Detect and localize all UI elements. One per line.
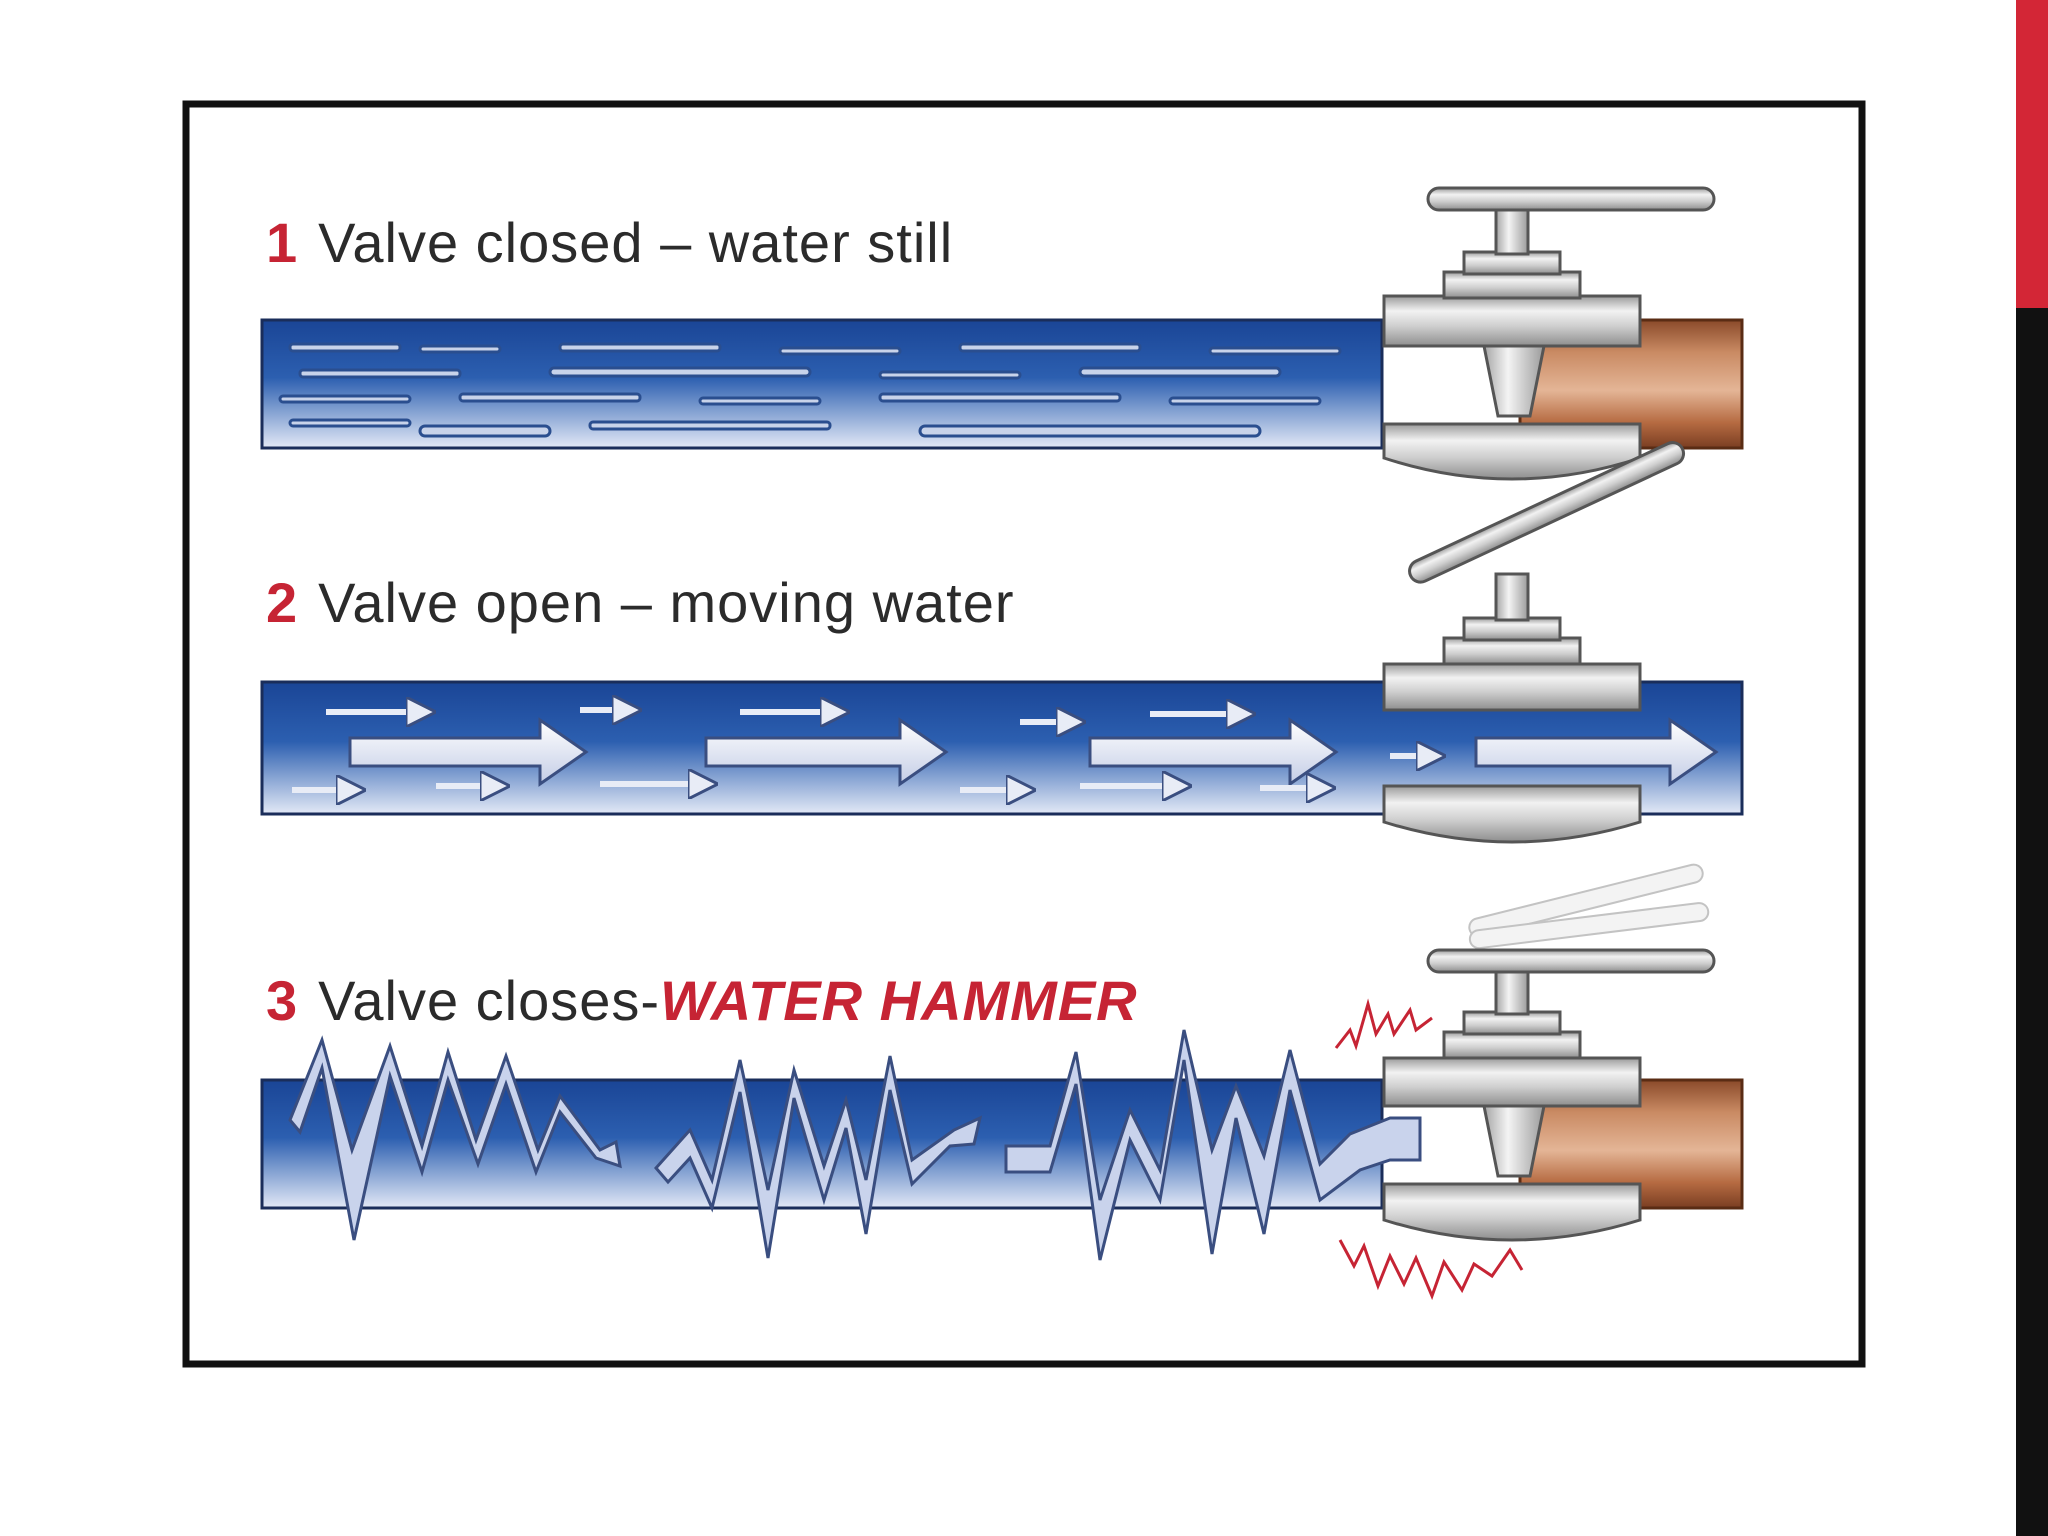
step-3-number: 3 bbox=[266, 969, 298, 1032]
shock-wave-icon bbox=[288, 1029, 1422, 1261]
handle-motion-ghosts bbox=[1468, 863, 1710, 950]
vibration-mark-icon bbox=[1334, 998, 1524, 1301]
step-1-number: 1 bbox=[266, 211, 298, 274]
small-flow-arrows bbox=[292, 710, 1440, 790]
gate-valve-open-icon bbox=[1382, 572, 1642, 844]
flow-arrow-icon bbox=[348, 717, 1719, 787]
slide-side-accent bbox=[2016, 0, 2048, 308]
valve-handle-closing-icon bbox=[1426, 948, 1716, 974]
gate-valve-closing-icon bbox=[1382, 968, 1642, 1242]
valve-handle-icon bbox=[1426, 186, 1716, 212]
valve-handle-open-icon bbox=[1408, 441, 1686, 584]
gate-valve-icon bbox=[1382, 204, 1642, 481]
step-2-number: 2 bbox=[266, 571, 298, 634]
water-hammer-label: WATER HAMMER bbox=[660, 969, 1138, 1032]
still-water-streaks bbox=[278, 342, 1342, 438]
